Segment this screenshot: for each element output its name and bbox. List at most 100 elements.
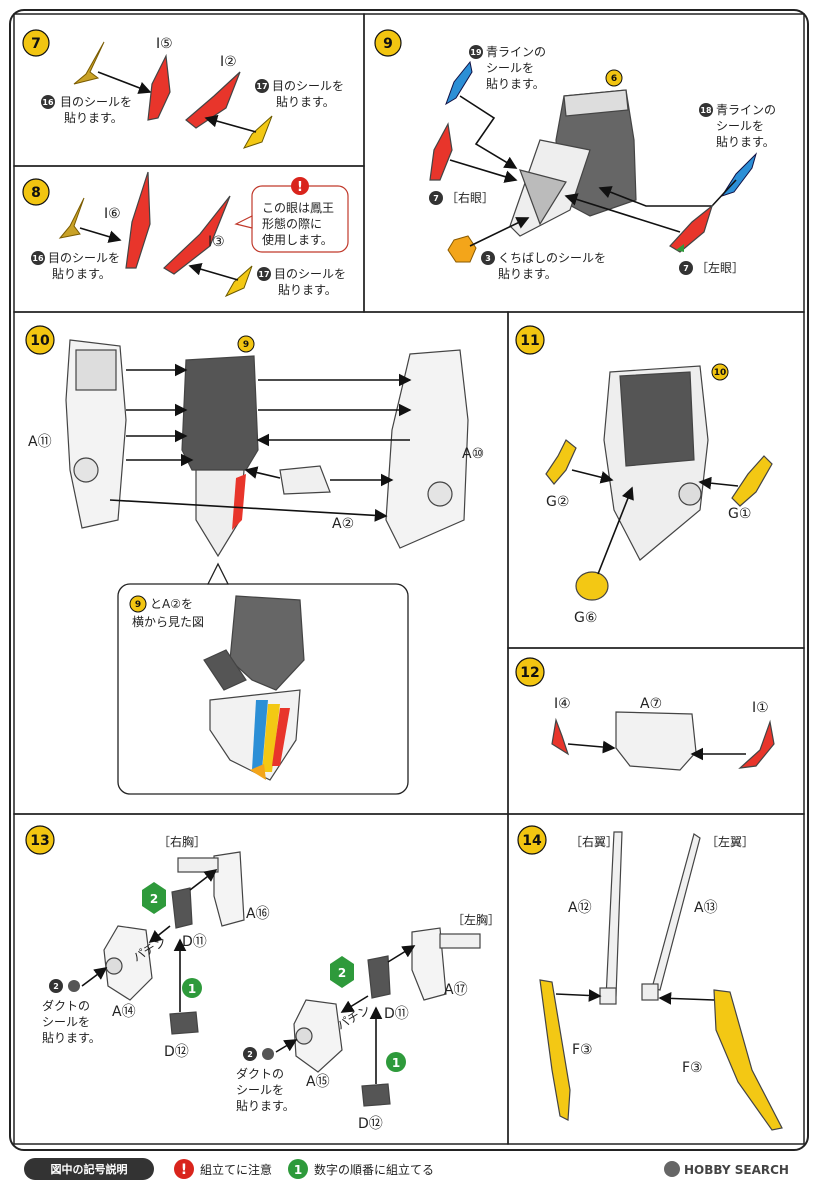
peg bbox=[177, 857, 219, 873]
part-g1 bbox=[731, 455, 773, 507]
eye-left-label: ［左眼］ bbox=[696, 260, 744, 275]
eye-right-label: ［右眼］ bbox=[446, 190, 494, 205]
callout-line1: この眼は鳳王 bbox=[262, 201, 334, 215]
svg-text:2: 2 bbox=[53, 982, 59, 991]
part-a15 bbox=[293, 999, 343, 1073]
step-10-panel: 10 9 A⑪ A⑩ A② bbox=[13, 311, 509, 815]
label-g6: G⑥ bbox=[574, 610, 597, 626]
head-assembly bbox=[509, 89, 637, 237]
step-7-number: 7 bbox=[31, 36, 41, 52]
step-9-note-3-line1: くちばしのシールを bbox=[498, 251, 606, 265]
svg-text:9: 9 bbox=[135, 600, 141, 610]
step-9-panel: 9 6 19 青ラインの シールを 貼ります。 18 青ラインの シールを 貼り… bbox=[363, 13, 805, 313]
part-a16 bbox=[213, 851, 245, 927]
legend: 図中の記号説明 ! 組立てに注意 1 数字の順番に組立てる HOBBY SEAR… bbox=[24, 1158, 789, 1180]
red-eye-right bbox=[429, 122, 453, 181]
left-chest-label: ［左胸］ bbox=[452, 912, 500, 927]
step-13-panel: 13 ［右胸］ A⑯ 2 D⑪ A⑭ パチン D⑫ 1 2 ダクトの シールを … bbox=[13, 813, 509, 1145]
part-a11 bbox=[65, 339, 127, 529]
svg-text:!: ! bbox=[297, 180, 303, 195]
part-d12 bbox=[169, 1011, 199, 1035]
order-2-badge: 2 bbox=[330, 956, 354, 988]
step-7-note-2-line1: 目のシールを bbox=[272, 79, 344, 93]
svg-text:2: 2 bbox=[150, 892, 158, 906]
label-a17: A⑰ bbox=[444, 982, 468, 998]
label-g1: G① bbox=[728, 506, 751, 522]
side-view-inset: 9 とA②を 横から見た図 bbox=[117, 562, 409, 795]
svg-text:7: 7 bbox=[433, 194, 439, 203]
label-a11: A⑪ bbox=[28, 434, 52, 450]
part-a13 bbox=[651, 833, 701, 991]
head-assembly-11 bbox=[603, 365, 709, 561]
legend-title-chip bbox=[24, 1158, 154, 1180]
step-8-number: 8 bbox=[31, 185, 41, 201]
step-11-panel: 11 10 G② G① G⑥ bbox=[507, 311, 805, 649]
beak-sticker bbox=[447, 235, 477, 263]
blue-line-sticker-left bbox=[445, 60, 473, 106]
duct-1-line3: 貼ります。 bbox=[42, 1030, 101, 1045]
svg-text:16: 16 bbox=[32, 254, 44, 263]
part-f3-left bbox=[713, 989, 783, 1131]
step-7-note-1-line1: 目のシールを bbox=[60, 95, 132, 109]
red-part-i5 bbox=[147, 53, 171, 121]
label-a16: A⑯ bbox=[246, 906, 270, 922]
svg-text:3: 3 bbox=[485, 254, 491, 263]
svg-text:18: 18 bbox=[700, 106, 712, 115]
step-9-number: 9 bbox=[383, 36, 393, 52]
label-d11: D⑪ bbox=[182, 934, 207, 950]
label-a7: A⑦ bbox=[640, 696, 662, 712]
svg-text:16: 16 bbox=[42, 98, 54, 107]
number-circle-icon bbox=[288, 1159, 308, 1179]
red-part-i6 bbox=[125, 171, 151, 269]
label-a10: A⑩ bbox=[462, 446, 484, 462]
inset-caption-line2: 横から見た図 bbox=[132, 615, 204, 629]
step-7-note-2-line2: 貼ります。 bbox=[276, 94, 335, 109]
red-part-i2 bbox=[185, 71, 241, 129]
part-a14 bbox=[103, 925, 153, 1001]
label-i6: I⑥ bbox=[104, 206, 121, 222]
svg-text:1: 1 bbox=[392, 1056, 400, 1070]
svg-text:17: 17 bbox=[258, 270, 269, 279]
part-a17 bbox=[411, 927, 447, 1001]
label-i2: I② bbox=[220, 54, 237, 70]
part-d11 bbox=[367, 955, 391, 999]
red-part-i3 bbox=[163, 195, 231, 275]
red-eye-left bbox=[669, 204, 714, 253]
part-d12 bbox=[361, 1083, 391, 1107]
right-wing-label: ［右翼］ bbox=[570, 834, 618, 849]
step-12-number: 12 bbox=[520, 665, 539, 681]
step-8-note-1-line1: 目のシールを bbox=[48, 251, 120, 265]
duct-2-line2: シールを bbox=[236, 1083, 284, 1097]
peg bbox=[439, 933, 481, 949]
yellow-eye-sticker bbox=[242, 115, 273, 149]
yellow-eye-sticker bbox=[224, 265, 253, 298]
duct-1-line2: シールを bbox=[42, 1015, 90, 1029]
label-f3-right: F③ bbox=[572, 1042, 593, 1058]
left-wing-label: ［左翼］ bbox=[706, 834, 754, 849]
step-8-note-2-line1: 目のシールを bbox=[274, 267, 346, 281]
svg-text:9: 9 bbox=[243, 340, 249, 350]
label-a13: A⑬ bbox=[694, 900, 718, 916]
step-13-number: 13 bbox=[30, 833, 49, 849]
part-f3-right bbox=[539, 979, 571, 1121]
svg-text:10: 10 bbox=[714, 368, 727, 378]
order-1-badge: 1 bbox=[386, 1052, 406, 1072]
svg-text:2: 2 bbox=[247, 1050, 253, 1059]
order-1-badge: 1 bbox=[182, 978, 202, 998]
label-a15: A⑮ bbox=[306, 1074, 330, 1090]
center-assembly bbox=[181, 355, 259, 558]
duct-1-line1: ダクトの bbox=[42, 998, 90, 1013]
svg-text:1: 1 bbox=[188, 982, 196, 996]
label-d12-left: D⑫ bbox=[358, 1116, 383, 1132]
step-9-note-1-line1: 青ラインの bbox=[486, 45, 546, 59]
step-12-badge bbox=[515, 657, 545, 687]
part-i1 bbox=[738, 719, 775, 769]
part-i4 bbox=[551, 717, 570, 756]
step-9-note-1-line2: シールを bbox=[486, 61, 534, 75]
part-a7 bbox=[615, 711, 697, 771]
svg-text:7: 7 bbox=[683, 264, 689, 273]
duct-2-line3: 貼ります。 bbox=[236, 1098, 295, 1113]
step-9-note-2-line1: 青ラインの bbox=[716, 103, 776, 117]
part-d11 bbox=[171, 887, 193, 929]
